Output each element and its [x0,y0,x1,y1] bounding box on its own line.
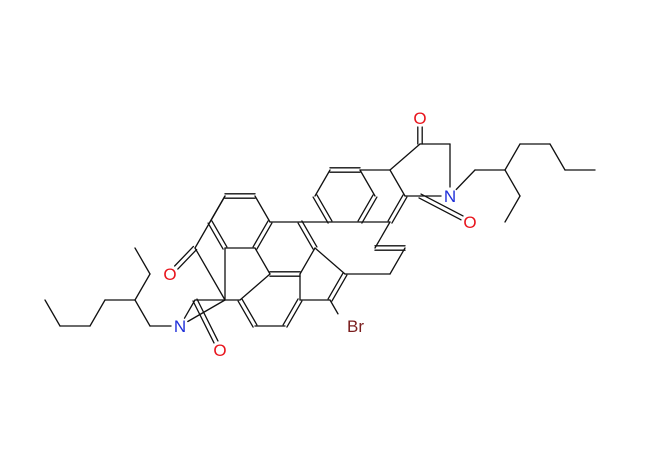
double-bond-line [327,272,344,300]
atom-o4: O [213,341,226,360]
single-bond [194,247,226,301]
single-bond [314,169,331,197]
single-bond [549,143,566,171]
single-bond [329,299,339,315]
double-bond-line [177,248,198,270]
single-bond [187,299,226,323]
atom-n2: N [174,317,186,336]
double-bond-line [286,300,303,328]
atom-o2: O [463,213,476,232]
double-bond-line [301,220,318,248]
single-bond [314,247,346,275]
atom-o1: O [413,109,426,128]
atom-label-o1: O [413,109,426,128]
single-bond [134,273,151,301]
atom-label-n1: N [444,187,456,206]
double-bond-line [237,300,254,328]
single-bond [239,273,271,301]
double-bond-line [391,196,408,224]
atom-o3: O [163,265,176,284]
single-bond [254,247,271,275]
single-bond [504,169,521,197]
double-bond-line [211,220,228,248]
atom-label-o4: O [213,341,226,360]
atom-br: Br [347,317,364,336]
double-bond-line [196,298,219,342]
atom-n1: N [444,187,456,206]
double-bond-line [316,194,333,222]
single-bond [389,247,406,275]
double-bond-line [297,222,314,250]
single-bond [389,169,406,197]
double-bond-line [331,274,348,302]
single-bond [44,299,61,327]
single-bond [374,221,391,249]
atom-label-br: Br [347,317,364,336]
single-bond [299,247,316,275]
single-bond [389,143,421,171]
atom-label-o3: O [163,265,176,284]
single-bond [194,195,226,249]
double-bond-line [192,300,215,344]
double-bond-line [241,298,258,326]
atom-label-o2: O [463,213,476,232]
single-bond [134,247,151,275]
double-bond-line [256,222,273,250]
double-bond-line [173,245,195,267]
double-bond-line [282,298,299,326]
single-bond [455,169,476,191]
single-bond [89,299,106,327]
double-bond-line [312,196,329,224]
double-bond-line [387,194,404,222]
double-bond-line [361,196,378,224]
single-bond [504,143,521,171]
double-bond-line [357,194,374,222]
single-bond [359,169,376,197]
atom-label-n2: N [174,317,186,336]
single-bond [254,195,271,223]
double-bond-line [252,220,269,248]
bond-layer [44,126,596,344]
single-bond [504,195,521,223]
single-bond [134,299,151,327]
double-bond-line [420,193,464,217]
double-bond-line [207,222,224,250]
double-bond-line [418,197,462,221]
single-bond [183,299,196,319]
